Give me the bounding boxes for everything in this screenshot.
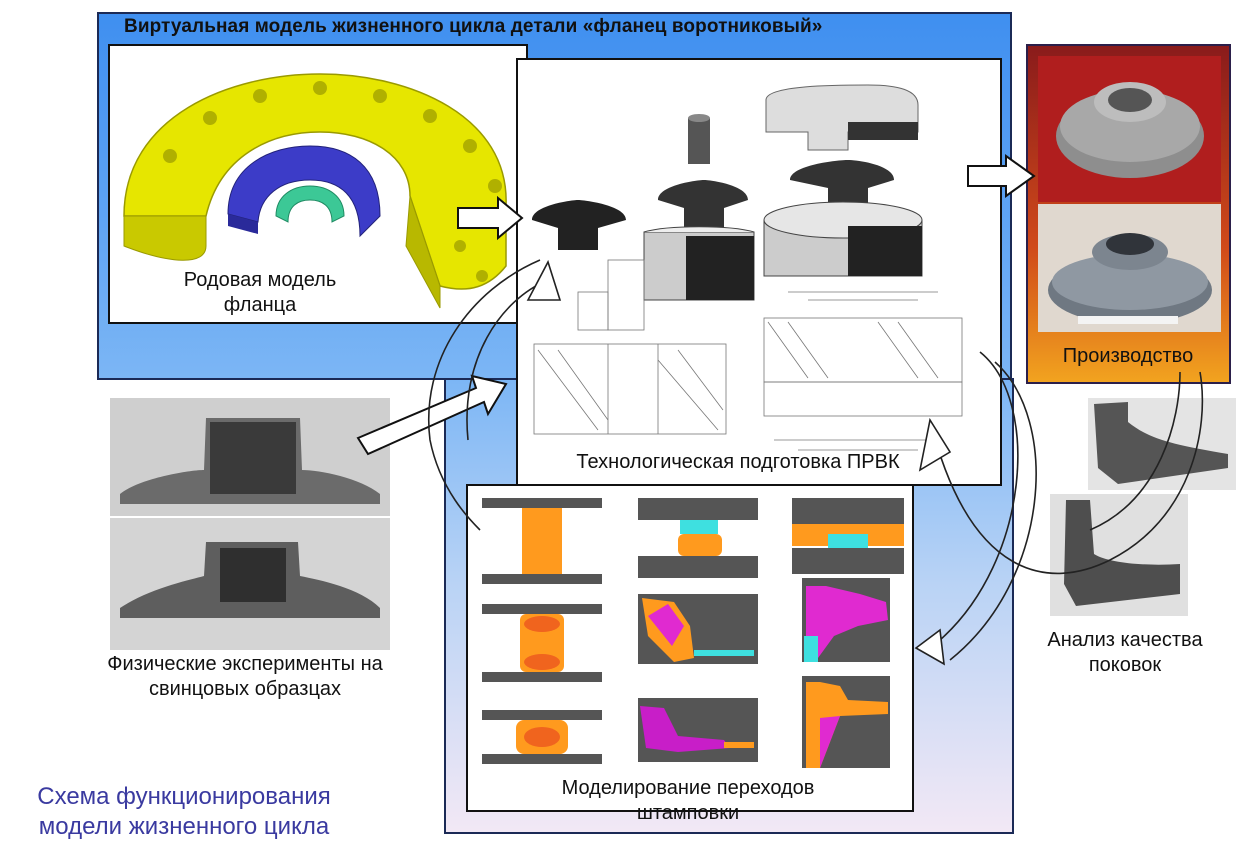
forging-quality-label: Анализ качества поковок [1047, 629, 1203, 676]
lead-sample-photo-2 [110, 518, 390, 650]
production-panel: Производство [1026, 44, 1231, 384]
lead-sample-2-illustration [120, 542, 380, 618]
machined-flange-photo [1048, 233, 1212, 324]
scheme-caption: Схема функционирования модели жизненного… [37, 783, 331, 840]
tech-prep-box: Технологическая подготовка ПРВК [516, 58, 1002, 486]
forging-section-photo-2 [1050, 494, 1188, 616]
stamping-simulation-box: Моделирование переходов штамповки [466, 484, 914, 824]
lead-sample-photo-1 [110, 398, 390, 516]
tech-prep-label: Технологическая подготовка ПРВК [576, 451, 900, 473]
page-title: Виртуальная модель жизненного цикла дета… [124, 16, 823, 37]
forging-section-1-illustration [1094, 402, 1228, 484]
simulation-frames [482, 498, 904, 768]
lead-sample-1-illustration [120, 418, 380, 504]
generic-model-label: Родовая модель фланца [183, 269, 337, 316]
physical-experiments-label: Физические эксперименты на свинцовых обр… [107, 653, 383, 700]
sim-col-3 [792, 498, 904, 768]
production-photo-bottom [1038, 204, 1221, 332]
production-photo-top [1038, 56, 1221, 202]
stamping-modeling-label: Моделирование переходов штамповки [561, 777, 815, 824]
forged-flange-photo [1056, 82, 1204, 178]
generic-model-box: Родовая модель фланца [108, 44, 528, 324]
production-label: Производство [1062, 345, 1194, 367]
forging-section-photo-1 [1088, 398, 1236, 490]
tooling-drawings [532, 84, 963, 451]
sim-col-1 [482, 498, 602, 764]
forging-section-2-illustration [1064, 500, 1180, 606]
sim-col-2 [638, 498, 758, 762]
